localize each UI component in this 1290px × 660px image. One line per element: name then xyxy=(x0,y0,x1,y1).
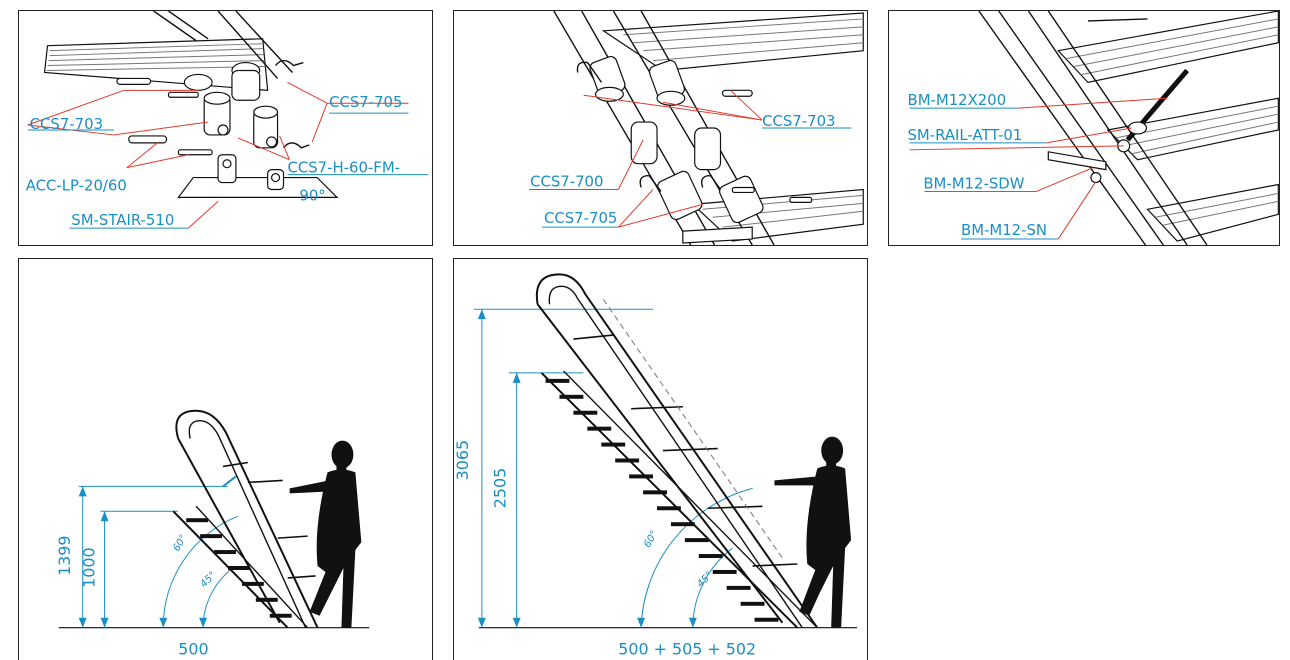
label-ccs7-703-a: CCS7-703 xyxy=(30,115,103,133)
label-ccs7-703-b: CCS7-703 xyxy=(762,112,835,130)
label-bm-m12-sn: BM-M12-SN xyxy=(961,221,1047,239)
elevation-large-drawing: 3065 2505 500 + 505 + 502 60° 45° xyxy=(454,273,858,659)
label-ccs7-705-a: CCS7-705 xyxy=(329,93,402,111)
coupler-parts-b xyxy=(576,56,813,244)
label-90-degree: 90° xyxy=(299,186,325,204)
dim-height-3065: 3065 xyxy=(454,440,472,480)
leader-lines-c xyxy=(909,97,1168,240)
stair-tread-a xyxy=(43,11,293,91)
label-acc-lp-20-60: ACC-LP-20/60 xyxy=(26,176,127,194)
angle-label-45-large: 45° xyxy=(695,570,715,590)
detail-c-drawing: BM-M12X200 SM-RAIL-ATT-01 BM-M12-SDW BM-… xyxy=(908,11,1279,245)
elevation-panel-large: 3065 2505 500 + 505 + 502 60° 45° xyxy=(453,258,868,660)
leader-lines-a xyxy=(27,81,429,229)
label-ccs7-h-60-fm: CCS7-H-60-FM- xyxy=(287,159,400,177)
label-sm-stair-510: SM-STAIR-510 xyxy=(71,211,174,229)
detail-b-drawing: CCS7-703 CCS7-700 CCS7-705 xyxy=(529,11,864,245)
dim-height-2505: 2505 xyxy=(491,468,510,508)
stair-treads-c xyxy=(978,11,1279,245)
leader-lines-b xyxy=(529,89,852,228)
label-sm-rail-att-01: SM-RAIL-ATT-01 xyxy=(908,126,1023,144)
label-ccs7-705-b: CCS7-705 xyxy=(544,209,617,227)
detail-panel-b: CCS7-703 CCS7-700 CCS7-705 xyxy=(453,10,868,246)
dimension-lines-small xyxy=(78,485,239,628)
elevation-panel-small: 1399 1000 500 60° 45° xyxy=(18,258,433,660)
angle-label-60-small: 60° xyxy=(171,533,189,554)
angle-label-60-large: 60° xyxy=(642,529,660,550)
label-ccs7-700: CCS7-700 xyxy=(530,173,603,191)
dim-width-total: 500 + 505 + 502 xyxy=(618,640,756,659)
coupler-parts-a xyxy=(116,59,339,199)
stair-structure-small xyxy=(172,409,319,629)
human-silhouette-large xyxy=(774,436,852,628)
detail-panel-c: BM-M12X200 SM-RAIL-ATT-01 BM-M12-SDW BM-… xyxy=(888,10,1280,246)
dim-height-1399: 1399 xyxy=(55,535,74,575)
dim-width-500: 500 xyxy=(178,640,208,659)
stair-structure-large xyxy=(535,273,819,629)
dim-height-1000: 1000 xyxy=(80,547,99,587)
elevation-small-drawing: 1399 1000 500 60° 45° xyxy=(55,409,370,659)
label-bm-m12-sdw: BM-M12-SDW xyxy=(923,174,1024,192)
detail-a-drawing: CCS7-705 CCS7-703 ACC-LP-20/60 CCS7-H-60… xyxy=(26,11,429,229)
detail-panel-a: CCS7-705 CCS7-703 ACC-LP-20/60 CCS7-H-60… xyxy=(18,10,433,246)
rail-attachment-parts-c xyxy=(1047,68,1190,184)
label-bm-m12x200: BM-M12X200 xyxy=(908,91,1007,109)
human-silhouette-small xyxy=(289,440,362,628)
